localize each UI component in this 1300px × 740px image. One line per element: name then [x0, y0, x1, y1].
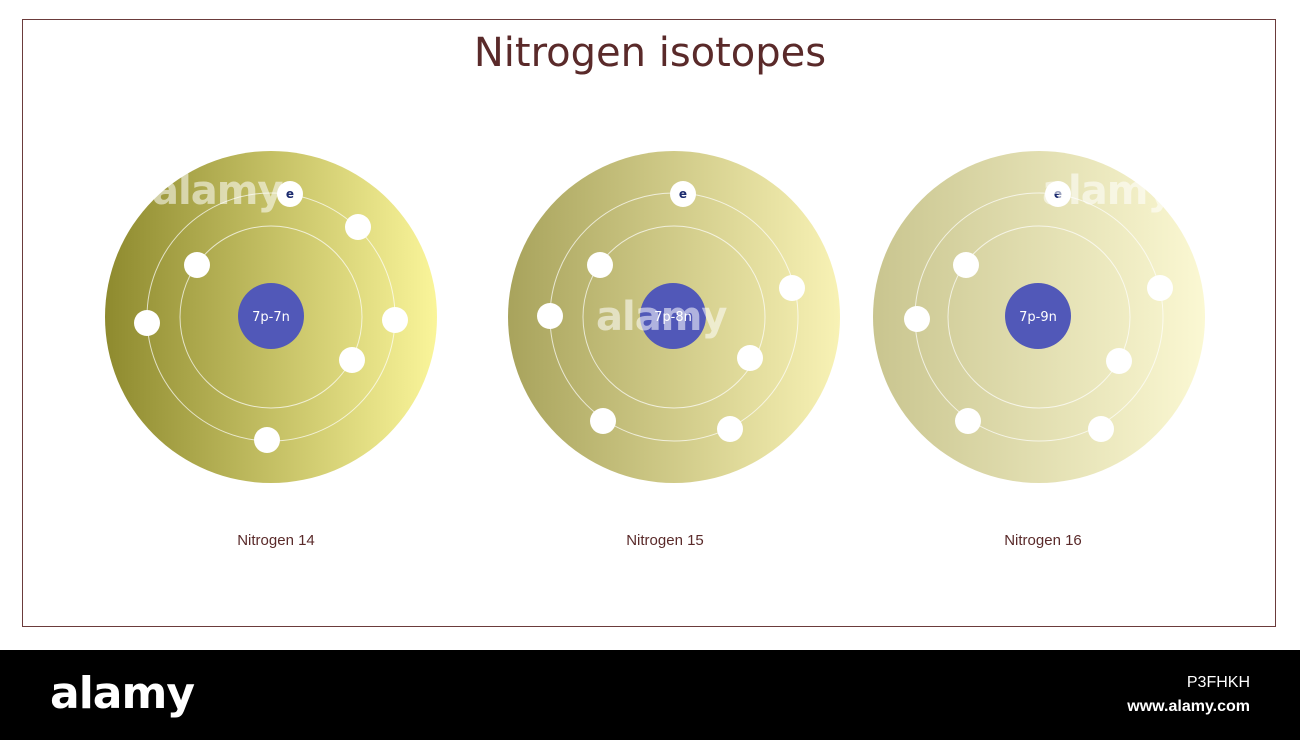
inner-orbit: [179, 225, 363, 409]
electron: [904, 306, 930, 332]
electron: [537, 303, 563, 329]
atom-diagram: e 7p-7n: [105, 151, 437, 483]
atom-nitrogen-15: e 7p-8n: [507, 150, 841, 484]
electron: [339, 347, 365, 373]
atom-nitrogen-16: e 7p-9n: [872, 150, 1206, 484]
nucleus: [238, 283, 304, 349]
caption-nitrogen-14: Nitrogen 14: [237, 532, 315, 549]
electron: [1147, 275, 1173, 301]
caption-nitrogen-15: Nitrogen 15: [626, 532, 704, 549]
electron: [345, 214, 371, 240]
electron: [587, 252, 613, 278]
footer-logo: alamy: [50, 668, 195, 719]
image-id: P3FHKH: [1186, 674, 1250, 691]
electron-symbol: e: [286, 187, 294, 201]
inner-orbit: [582, 225, 766, 409]
nucleus-label: 7p-9n: [1019, 310, 1057, 325]
electron: [1045, 181, 1071, 207]
electron: [955, 408, 981, 434]
electron: [277, 181, 303, 207]
nucleus-label: 7p-8n: [654, 310, 692, 325]
electron: [737, 345, 763, 371]
footer-url[interactable]: www.alamy.com: [1127, 698, 1250, 715]
electron: [953, 252, 979, 278]
electron: [184, 252, 210, 278]
electron: [779, 275, 805, 301]
electron-symbol: e: [1054, 187, 1062, 201]
atom-nitrogen-14: e 7p-7n: [104, 150, 438, 484]
page-title: Nitrogen isotopes: [473, 30, 827, 76]
inner-orbit: [947, 225, 1131, 409]
atom-diagram: e 7p-9n: [873, 151, 1205, 483]
electron: [670, 181, 696, 207]
caption-nitrogen-16: Nitrogen 16: [1004, 532, 1082, 549]
footer-bar: alamy P3FHKH www.alamy.com: [0, 650, 1300, 740]
electron: [382, 307, 408, 333]
electron: [590, 408, 616, 434]
nucleus-label: 7p-7n: [252, 310, 290, 325]
electron-symbol: e: [679, 187, 687, 201]
atom-diagram: e 7p-8n: [508, 151, 840, 483]
electron: [717, 416, 743, 442]
nucleus: [640, 283, 706, 349]
electron: [1088, 416, 1114, 442]
electron: [254, 427, 280, 453]
nucleus: [1005, 283, 1071, 349]
electron: [1106, 348, 1132, 374]
electron: [134, 310, 160, 336]
